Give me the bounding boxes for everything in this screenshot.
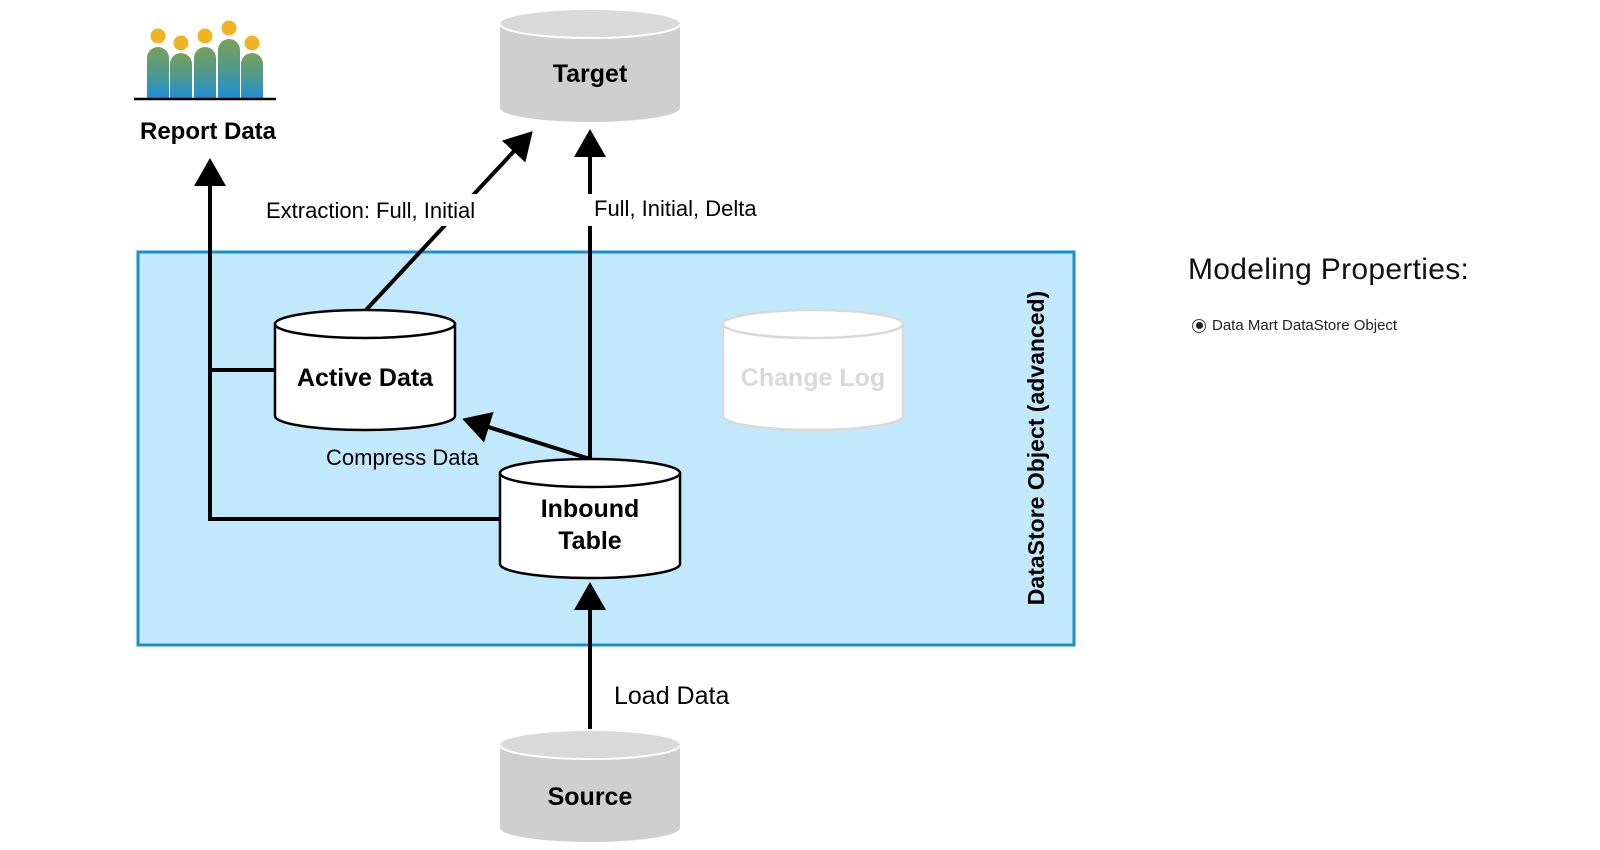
extraction-label: Extraction: Full, Initial bbox=[266, 198, 475, 223]
radio-selected-dot bbox=[1195, 322, 1203, 329]
report-data-icon bbox=[134, 20, 276, 101]
radio-button-icon[interactable] bbox=[1192, 318, 1206, 333]
data-mart-option-label: Data Mart DataStore Object bbox=[1212, 317, 1398, 334]
active-data-cylinder bbox=[273, 308, 457, 432]
target-cylinder bbox=[499, 10, 681, 122]
modeling-properties-panel: Modeling Properties: Data Mart DataStore… bbox=[1188, 253, 1568, 334]
load-data-label: Load Data bbox=[614, 682, 729, 710]
source-cylinder bbox=[499, 731, 681, 842]
inbound-table-label-line2: Table bbox=[558, 527, 622, 555]
inbound-table-label-line1: Inbound bbox=[541, 495, 640, 523]
datastore-object-container bbox=[136, 250, 1076, 647]
compress-data-label: Compress Data bbox=[326, 445, 480, 470]
source-label: Source bbox=[548, 783, 633, 811]
compress-arrow bbox=[462, 411, 591, 461]
full-initial-delta-label: Full, Initial, Delta bbox=[594, 196, 757, 221]
data-mart-option[interactable]: Data Mart DataStore Object bbox=[1192, 317, 1397, 334]
change-log-cylinder bbox=[721, 308, 905, 432]
report-data-connector bbox=[194, 158, 500, 521]
change-log-label: Change Log bbox=[741, 364, 885, 392]
target-label: Target bbox=[553, 60, 628, 88]
modeling-properties-title: Modeling Properties: bbox=[1188, 253, 1470, 286]
active-data-label: Active Data bbox=[297, 364, 434, 392]
datastore-object-label: DataStore Object (advanced) bbox=[1023, 291, 1049, 605]
report-data-label: Report Data bbox=[140, 118, 277, 145]
inbound-table-cylinder bbox=[498, 457, 682, 580]
